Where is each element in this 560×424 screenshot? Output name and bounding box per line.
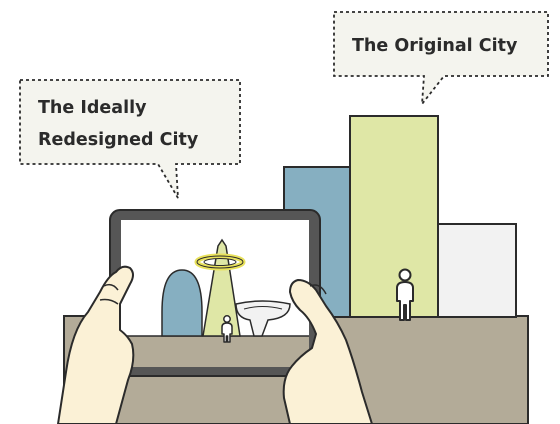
- callout-redesigned-line1: The Ideally: [38, 98, 147, 118]
- left-hand: [57, 265, 135, 424]
- halo-ring-outline: [196, 255, 244, 269]
- cone-tower: [202, 238, 241, 337]
- dome-building: [161, 269, 203, 337]
- cup-building: [235, 300, 291, 337]
- building-lime: [349, 115, 439, 318]
- building-white: [437, 223, 517, 318]
- person-icon: [396, 268, 414, 321]
- right-hand: [282, 279, 373, 424]
- callout-original-text: The Original City: [352, 36, 518, 56]
- callout-redesigned-line2: Redesigned City: [38, 130, 199, 150]
- person-icon: [221, 315, 233, 343]
- tablet-screen: [121, 220, 309, 367]
- callout-original-city: The Original City: [333, 11, 549, 107]
- callout-redesigned-city: The Ideally Redesigned City: [19, 79, 241, 199]
